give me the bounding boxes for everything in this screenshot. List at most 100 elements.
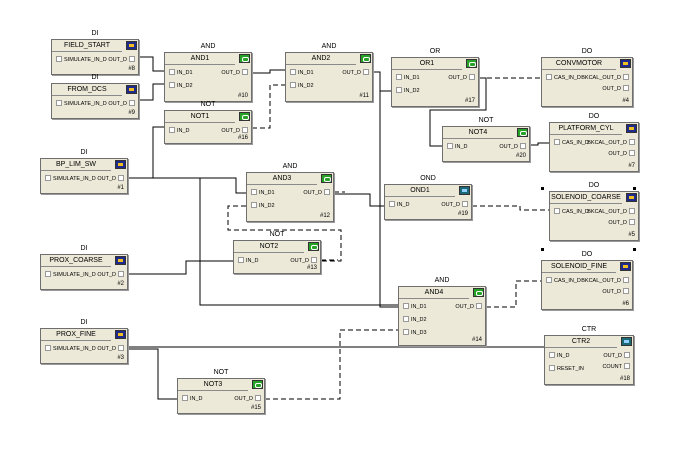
input-port[interactable]: IN_D3 (403, 329, 427, 337)
dashed-wire-link[interactable] (252, 84, 285, 129)
output-port[interactable]: OUT_D (97, 345, 124, 353)
output-port[interactable]: OUT_D (441, 201, 468, 209)
output-port[interactable]: OUT_D (234, 395, 261, 403)
wire-link[interactable] (128, 348, 177, 400)
input-port[interactable]: IN_D2 (290, 82, 314, 90)
output-port[interactable]: OUT_D (97, 175, 124, 183)
block-name: NOT4 (443, 127, 513, 139)
input-port[interactable]: SIMULATE_IN_D (56, 56, 107, 64)
selection-handle[interactable] (541, 187, 544, 190)
output-port[interactable]: OUT_D (602, 288, 629, 296)
input-port[interactable]: SIMULATE_IN_D (45, 345, 96, 353)
block-type-icon (321, 174, 332, 183)
dashed-wire-link[interactable] (486, 280, 541, 308)
input-port[interactable]: SIMULATE_IN_D (45, 271, 96, 279)
wire-link[interactable] (128, 126, 164, 179)
block-execution-number: #8 (128, 66, 135, 72)
input-port[interactable]: IN_D (238, 257, 259, 265)
input-port[interactable]: IN_D (182, 395, 203, 403)
input-port[interactable]: IN_D2 (403, 316, 427, 324)
wire-link[interactable] (530, 142, 549, 146)
input-port[interactable]: IN_D2 (251, 202, 275, 210)
output-port[interactable]: OUT_D (342, 69, 369, 77)
input-port[interactable]: IN_D (169, 127, 190, 135)
dashed-wire-link[interactable] (472, 205, 549, 211)
output-port[interactable]: OUT_D (455, 303, 482, 311)
selection-handle[interactable] (541, 248, 544, 251)
output-port[interactable]: COUNT (602, 363, 630, 371)
output-port[interactable]: OUT_D (108, 56, 135, 64)
wire-link[interactable] (128, 260, 233, 275)
input-port[interactable]: IN_D (549, 352, 570, 360)
wire-link[interactable] (429, 77, 487, 147)
output-port[interactable]: OUT_D (108, 100, 135, 108)
block-name: NOT1 (165, 111, 235, 123)
block-name: AND3 (247, 173, 317, 185)
input-port[interactable]: CAS_IN_D (546, 277, 581, 285)
input-port[interactable]: CAS_IN_D (554, 139, 589, 147)
input-port[interactable]: IN_D1 (403, 303, 427, 311)
input-port[interactable]: IN_D1 (251, 189, 275, 197)
dashed-wire-link[interactable] (265, 329, 398, 400)
output-port[interactable]: OUT_D (303, 189, 330, 197)
input-port[interactable]: SIMULATE_IN_D (45, 175, 96, 183)
output-port[interactable]: OUT_D (603, 352, 630, 360)
wire-link[interactable] (334, 193, 384, 207)
input-port[interactable]: CAS_IN_D (554, 208, 589, 216)
input-port[interactable]: IN_D (389, 201, 410, 209)
output-port[interactable]: OUT_D (499, 143, 526, 151)
output-port[interactable]: OUT_D (602, 85, 629, 93)
block-execution-number: #4 (622, 98, 629, 104)
wire-link[interactable] (139, 83, 164, 101)
input-port[interactable]: SIMULATE_IN_D (56, 100, 107, 108)
input-port[interactable]: IN_D1 (290, 69, 314, 77)
selection-handle[interactable] (633, 187, 636, 190)
output-port[interactable]: OUT_D (290, 257, 317, 265)
wire-link[interactable] (252, 69, 285, 74)
output-port[interactable]: OUT_D (608, 219, 635, 227)
output-port[interactable]: BKCAL_OUT_D (587, 208, 635, 216)
input-port[interactable]: CAS_IN_D (546, 74, 581, 82)
input-port[interactable]: RESET_IN (549, 365, 584, 373)
block-execution-number: #3 (117, 355, 124, 361)
wire-link[interactable] (128, 177, 398, 306)
input-port[interactable]: IN_D2 (169, 82, 193, 90)
output-port[interactable]: OUT_D (221, 69, 248, 77)
output-port[interactable]: BKCAL_OUT_D (581, 74, 629, 82)
dashed-wire-link[interactable] (227, 205, 342, 262)
wire-link[interactable] (128, 177, 246, 194)
input-port[interactable]: IN_D (447, 143, 468, 151)
input-port[interactable]: IN_D1 (396, 74, 420, 82)
input-port[interactable]: IN_D2 (396, 87, 420, 95)
output-port[interactable]: BKCAL_OUT_D (581, 277, 629, 285)
output-port[interactable]: OUT_D (448, 74, 475, 82)
wire-link[interactable] (139, 56, 164, 72)
wire-link[interactable] (373, 71, 398, 308)
selection-handle[interactable] (633, 248, 636, 251)
output-port[interactable]: OUT_D (608, 150, 635, 158)
output-port[interactable]: OUT_D (97, 271, 124, 279)
output-port[interactable]: BKCAL_OUT_D (587, 139, 635, 147)
output-port[interactable]: OUT_D (221, 127, 248, 135)
input-port[interactable]: IN_D1 (169, 69, 193, 77)
